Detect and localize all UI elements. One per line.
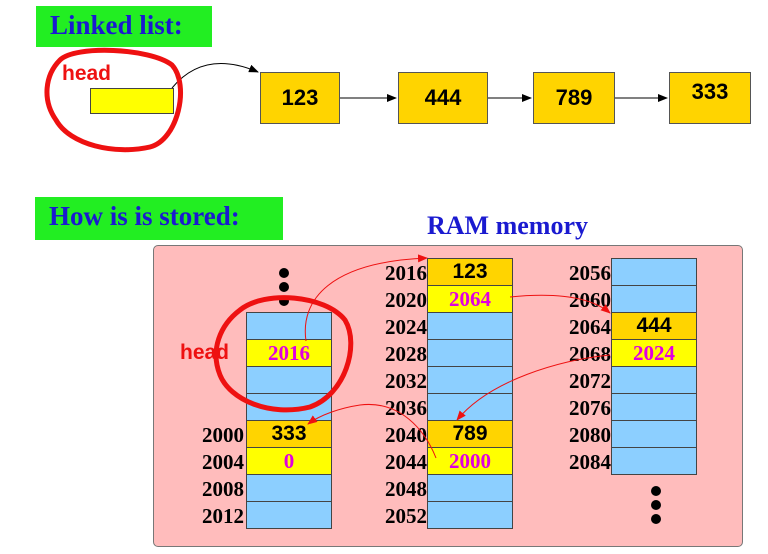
address-label: 2068 <box>569 342 611 366</box>
address-label: 2044 <box>385 450 427 474</box>
address-label: 2028 <box>385 342 427 366</box>
address-label: 2020 <box>385 288 427 312</box>
linked-list-title: Linked list: <box>36 6 212 47</box>
memory-cell-2072 <box>611 366 697 394</box>
memory-cell-2012 <box>246 501 332 529</box>
head-pointer-cell <box>90 88 174 114</box>
memory-cell-2028 <box>427 339 513 367</box>
address-label: 2032 <box>385 369 427 393</box>
address-label: 2080 <box>569 423 611 447</box>
memory-cell-2000: 333 <box>246 420 332 448</box>
address-label: 2064 <box>569 315 611 339</box>
memory-cell-2020: 2064 <box>427 285 513 313</box>
head-arrow <box>171 63 259 89</box>
memory-cell-2056 <box>611 258 697 286</box>
memory-cell-2064: 444 <box>611 312 697 340</box>
ellipsis-dot <box>279 268 289 278</box>
address-label: 2052 <box>385 504 427 528</box>
address-label: 2084 <box>569 450 611 474</box>
head-value-cell: 2016 <box>246 339 332 367</box>
storage-title: How is is stored: <box>35 197 283 240</box>
memory-cell-2004: 0 <box>246 447 332 475</box>
memory-cell-2048 <box>427 474 513 502</box>
memory-cell-2040: 789 <box>427 420 513 448</box>
memory-cell <box>246 393 332 421</box>
ellipsis-dot <box>279 282 289 292</box>
address-label: 2016 <box>385 261 427 285</box>
list-node-4: 333 <box>669 72 751 124</box>
address-label: 2060 <box>569 288 611 312</box>
address-label: 2012 <box>202 504 244 528</box>
address-label: 2048 <box>385 477 427 501</box>
memory-cell-2060 <box>611 285 697 313</box>
list-node-1: 123 <box>260 72 340 124</box>
address-label: 2036 <box>385 396 427 420</box>
memory-head-label: head <box>180 341 230 364</box>
ellipsis-dot <box>651 486 661 496</box>
address-label: 2072 <box>569 369 611 393</box>
list-node-2: 444 <box>398 72 488 124</box>
address-label: 2004 <box>202 450 244 474</box>
memory-cell-2080 <box>611 420 697 448</box>
address-label: 2008 <box>202 477 244 501</box>
address-label: 2056 <box>569 261 611 285</box>
memory-cell-2084 <box>611 447 697 475</box>
list-node-3: 789 <box>533 72 615 124</box>
memory-cell-2076 <box>611 393 697 421</box>
memory-cell-2032 <box>427 366 513 394</box>
ellipsis-dot <box>651 500 661 510</box>
address-label: 2000 <box>202 423 244 447</box>
address-label: 2040 <box>385 423 427 447</box>
memory-cell-2024 <box>427 312 513 340</box>
memory-cell <box>246 312 332 340</box>
memory-cell <box>246 366 332 394</box>
address-label: 2024 <box>385 315 427 339</box>
memory-cell-2016: 123 <box>427 258 513 286</box>
memory-cell-2052 <box>427 501 513 529</box>
ellipsis-dot <box>279 296 289 306</box>
memory-cell-2044: 2000 <box>427 447 513 475</box>
address-label: 2076 <box>569 396 611 420</box>
memory-cell-2068: 2024 <box>611 339 697 367</box>
head-label: head <box>62 62 112 85</box>
ram-memory-title: RAM memory <box>427 211 588 240</box>
ellipsis-dot <box>651 514 661 524</box>
memory-cell-2008 <box>246 474 332 502</box>
memory-cell-2036 <box>427 393 513 421</box>
